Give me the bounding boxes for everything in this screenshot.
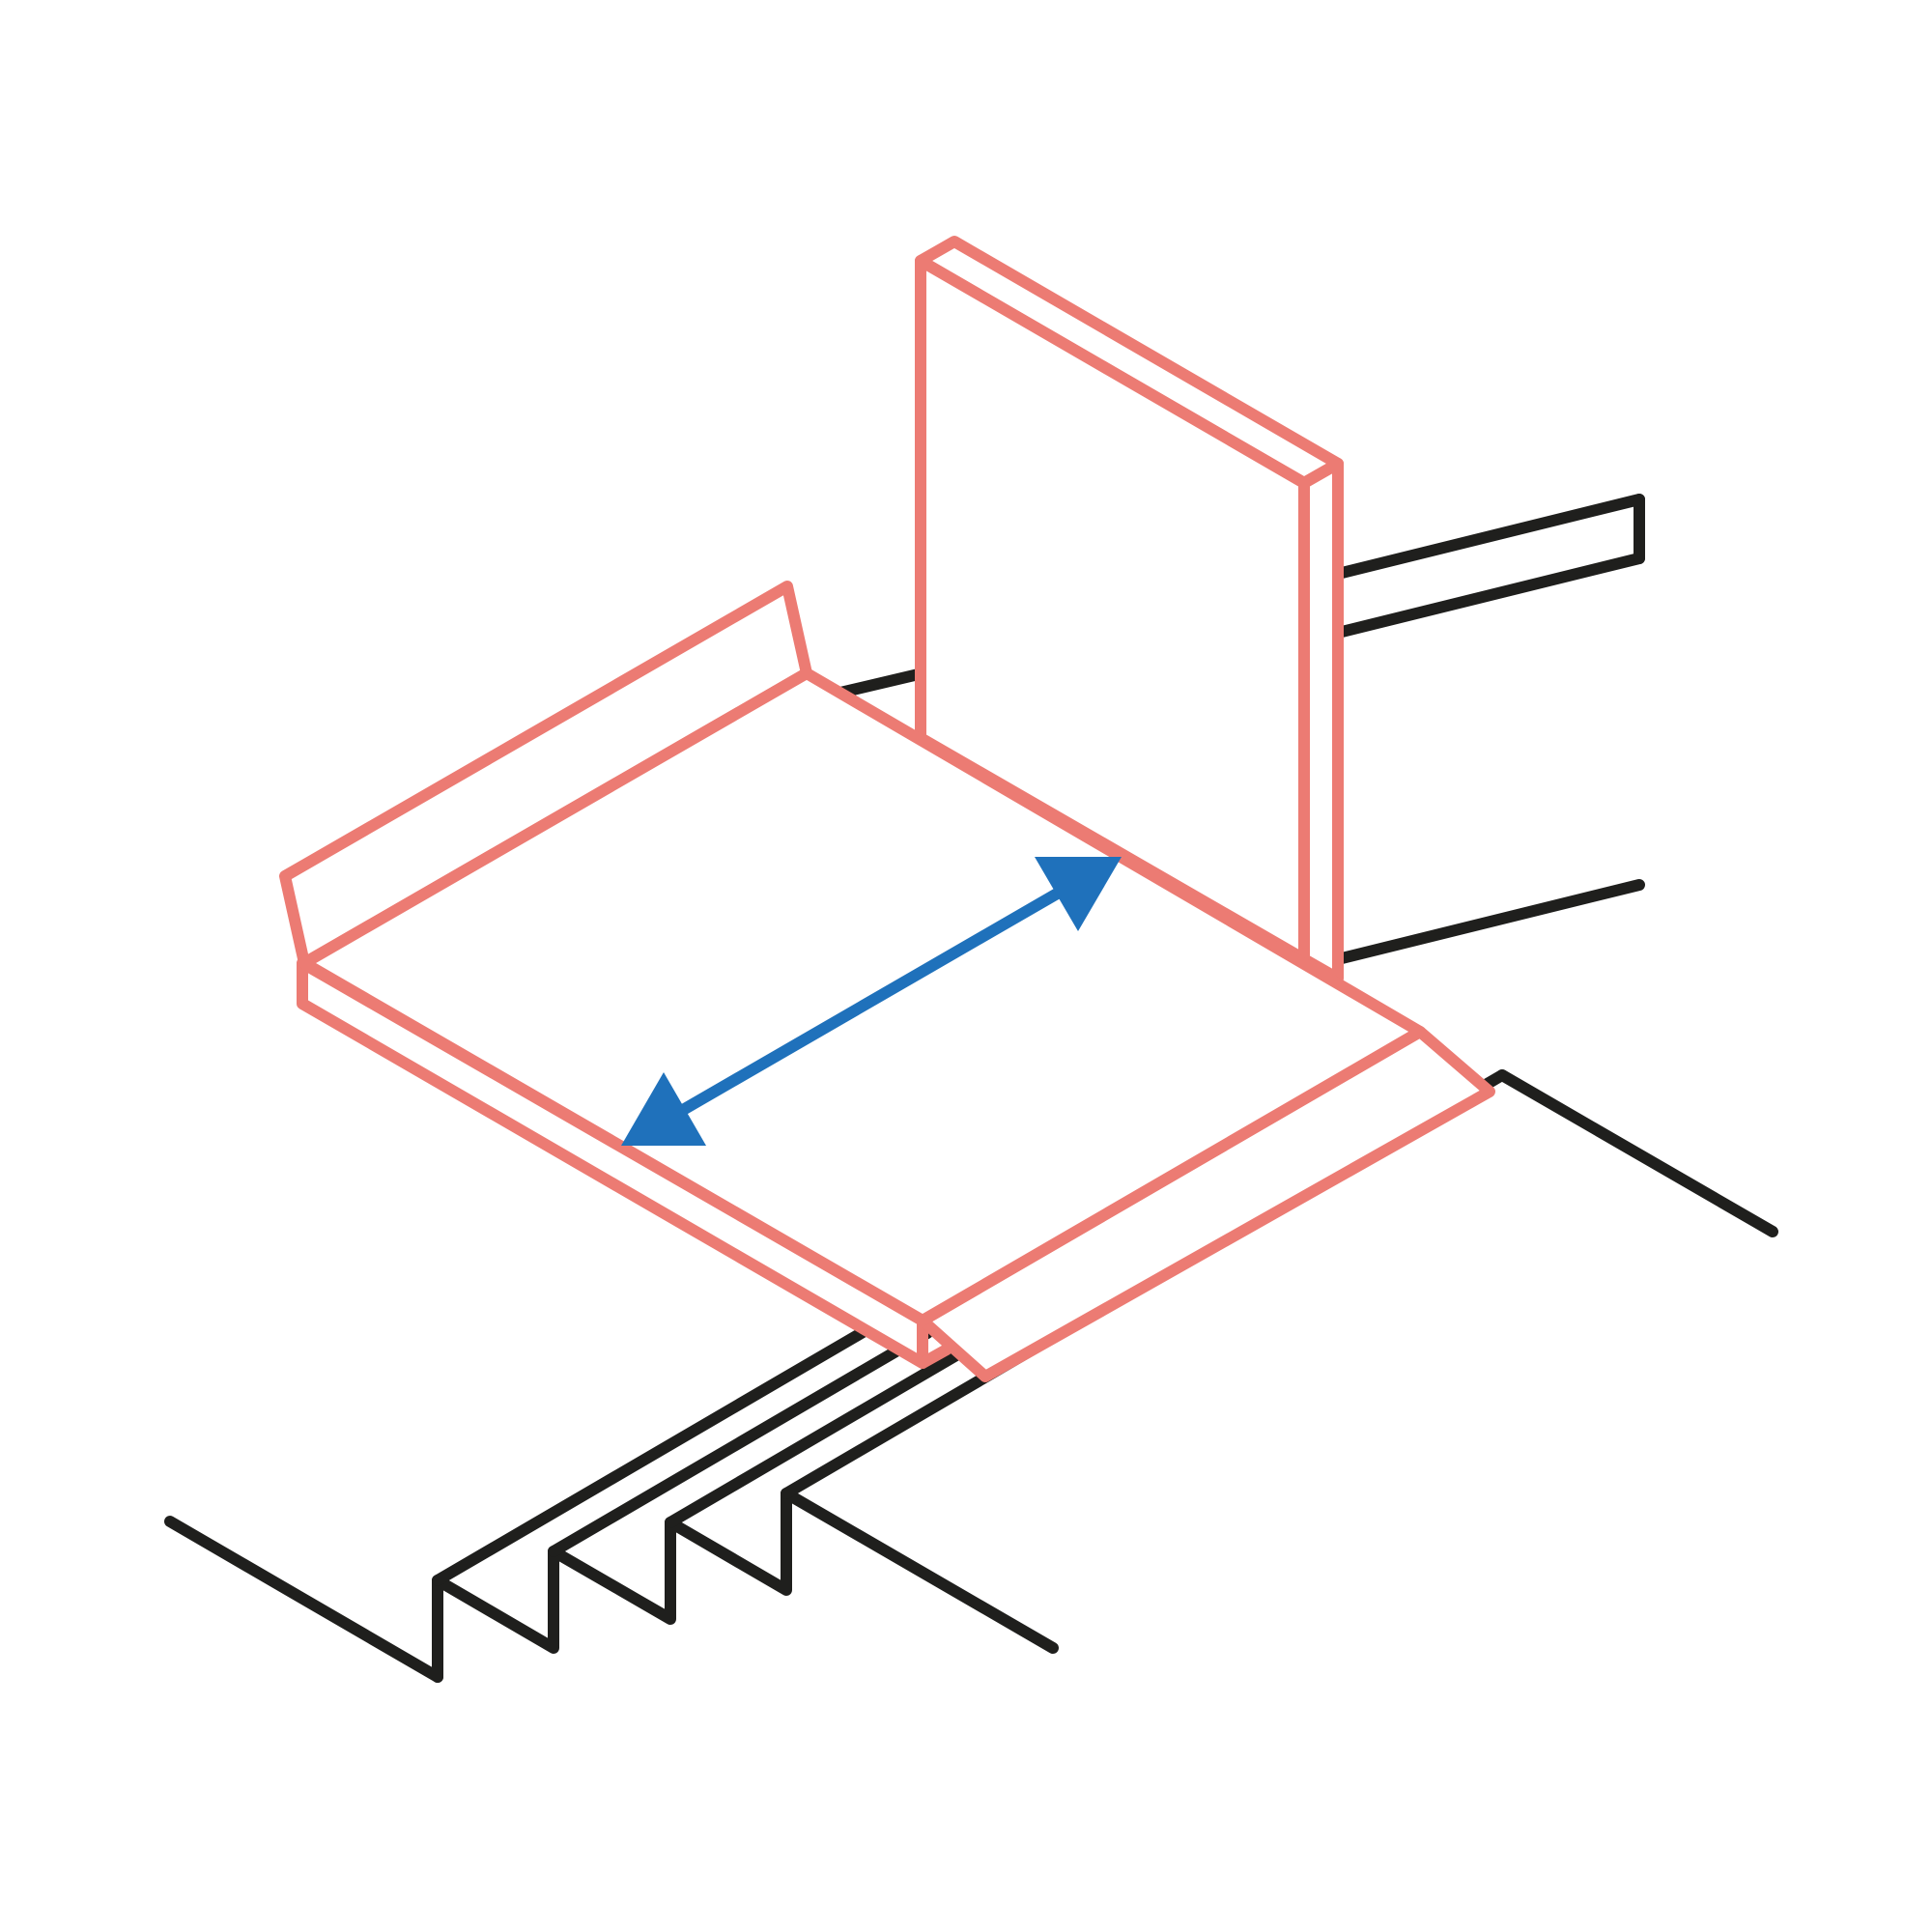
- slab-inner-edge: [917, 1344, 952, 1369]
- stair-rise-line-3: [665, 1350, 962, 1528]
- upright-side-face: [1298, 458, 1344, 984]
- slab-surface: [298, 668, 1426, 1326]
- back-rail-low: [1332, 879, 1645, 965]
- stair-rise-line-1: [432, 1325, 870, 1586]
- arrow-head-upper-right: [1035, 857, 1122, 931]
- stair-rise-line-2: [548, 1327, 933, 1557]
- slab-panel: [279, 581, 1495, 1382]
- double-arrow: [621, 857, 1122, 1146]
- back-rail-bottom: [1332, 553, 1645, 639]
- back-rail-top: [1332, 494, 1645, 580]
- arrow-head-lower-left: [621, 1072, 706, 1146]
- ground-edge-right: [1496, 1069, 1778, 1237]
- arrow-shaft: [672, 883, 1069, 1120]
- stair-profile: [432, 1488, 1059, 1683]
- upright-panel: [915, 236, 1344, 984]
- footing-edge-left: [164, 1516, 443, 1683]
- rear-rail-short: [835, 668, 928, 698]
